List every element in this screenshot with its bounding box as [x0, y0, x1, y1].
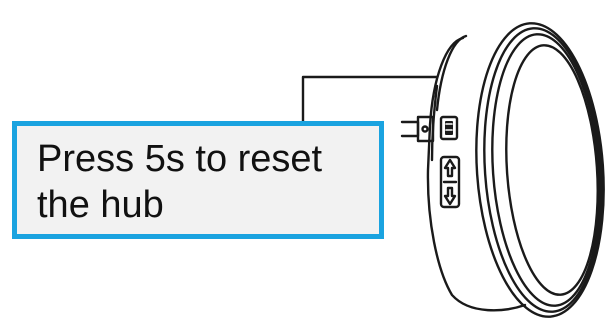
- up-down-arrow-buttons-icon[interactable]: [439, 155, 461, 209]
- hub-device-icon: [426, 22, 605, 318]
- power-plug-icon: [400, 115, 435, 143]
- reset-button-icon[interactable]: [439, 115, 459, 141]
- reset-callout-box: Press 5s to reset the hub: [12, 121, 384, 239]
- leader-line: [301, 75, 439, 125]
- reset-instruction-text: Press 5s to reset the hub: [37, 138, 323, 226]
